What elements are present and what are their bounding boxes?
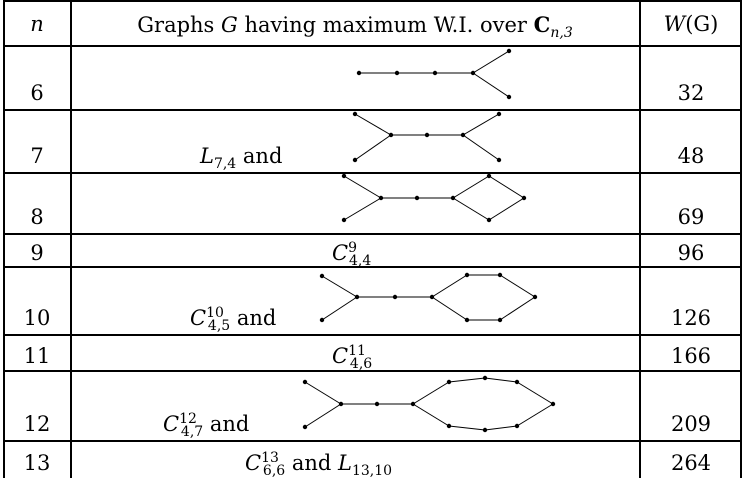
row-13-n: 13 bbox=[23, 451, 51, 475]
rule-header bbox=[3, 45, 742, 47]
row-12-label: C124,7 and bbox=[163, 411, 250, 439]
header-w: W(G) bbox=[640, 14, 742, 35]
rule-col1 bbox=[70, 0, 72, 478]
header-w-letter: W bbox=[663, 12, 686, 36]
row-10-label-sub: 4,5 bbox=[207, 318, 231, 335]
row-8-graph bbox=[341, 173, 527, 223]
row-7-label: L7,4 and bbox=[200, 144, 283, 172]
rule-row7 bbox=[3, 172, 742, 174]
row-13-w: 264 bbox=[670, 451, 712, 475]
row-7-n: 7 bbox=[30, 144, 44, 168]
rule-left bbox=[3, 0, 5, 478]
rule-row11 bbox=[3, 370, 742, 372]
rule-row9 bbox=[3, 266, 742, 268]
row-10-label-sup: 10 bbox=[206, 305, 224, 321]
row-9-label-sub: 4,4 bbox=[349, 253, 372, 270]
row-11-w: 166 bbox=[670, 344, 712, 368]
row-13-label-sub: 6,6 bbox=[262, 463, 286, 479]
header-graphs: Graphs G having maximum W.I. over Cn,3 bbox=[70, 12, 640, 40]
row-11-label-sub: 4,6 bbox=[349, 356, 373, 373]
row-8-w: 69 bbox=[677, 205, 705, 229]
row-7-label-sub: 7,4 bbox=[213, 156, 237, 173]
row-11-label: C114,6 bbox=[332, 343, 372, 371]
row-11-label-base: C bbox=[332, 344, 349, 368]
row-12-label-sup: 12 bbox=[179, 411, 197, 427]
row-12-label-base: C bbox=[163, 412, 180, 436]
rule-col2 bbox=[639, 0, 641, 478]
row-12-graph bbox=[302, 375, 556, 433]
row-7-graph bbox=[352, 111, 502, 163]
row-10-w: 126 bbox=[670, 306, 712, 330]
row-12-label-sub: 4,7 bbox=[180, 424, 204, 441]
row-7-w: 48 bbox=[677, 144, 705, 168]
rule-row12 bbox=[3, 440, 742, 442]
row-11-label-sup: 11 bbox=[348, 343, 366, 359]
row-13-label: C136,6 and L13,10 bbox=[245, 450, 392, 478]
row-10-graph bbox=[319, 272, 538, 323]
header-graphs-prefix: Graphs bbox=[137, 13, 222, 37]
rule-row8 bbox=[3, 233, 742, 235]
row-6-graph bbox=[356, 48, 512, 100]
row-10-label-tail: and bbox=[230, 306, 277, 330]
row-7-label-tail: and bbox=[236, 144, 283, 168]
row-9-label-sup: 9 bbox=[348, 240, 357, 256]
row-13-label2-base: L bbox=[338, 451, 352, 475]
header-graphs-mid: having maximum W.I. over bbox=[237, 13, 534, 37]
row-10-label-base: C bbox=[190, 306, 207, 330]
row-13-label-tail: and bbox=[285, 451, 339, 475]
row-11-n: 11 bbox=[23, 344, 51, 368]
rule-row6 bbox=[3, 109, 742, 111]
row-12-w: 209 bbox=[670, 412, 712, 436]
row-6-w: 32 bbox=[677, 81, 705, 105]
rule-row10 bbox=[3, 334, 742, 336]
header-w-arg: (G) bbox=[685, 12, 719, 36]
row-7-label-base: L bbox=[200, 144, 214, 168]
row-9-n: 9 bbox=[30, 241, 44, 265]
row-8-n: 8 bbox=[30, 205, 44, 229]
row-12-label-tail: and bbox=[203, 412, 250, 436]
header-graphs-c: C bbox=[533, 12, 551, 37]
rule-top bbox=[3, 0, 742, 2]
row-10-n: 10 bbox=[23, 306, 51, 330]
row-13-label-base: C bbox=[245, 451, 262, 475]
header-n: n bbox=[30, 12, 44, 36]
row-13-label2-sub: 13,10 bbox=[351, 463, 393, 479]
row-9-w: 96 bbox=[677, 241, 705, 265]
row-9-label-base: C bbox=[332, 241, 349, 265]
row-6-n: 6 bbox=[30, 81, 44, 105]
row-10-label: C104,5 and bbox=[190, 305, 277, 333]
row-9-label: C94,4 bbox=[332, 240, 371, 268]
header-graphs-g: G bbox=[221, 13, 238, 37]
header-graphs-sub: n,3 bbox=[550, 25, 573, 42]
rule-right bbox=[740, 0, 742, 478]
row-12-n: 12 bbox=[23, 412, 51, 436]
row-13-label-sup: 13 bbox=[261, 450, 279, 466]
